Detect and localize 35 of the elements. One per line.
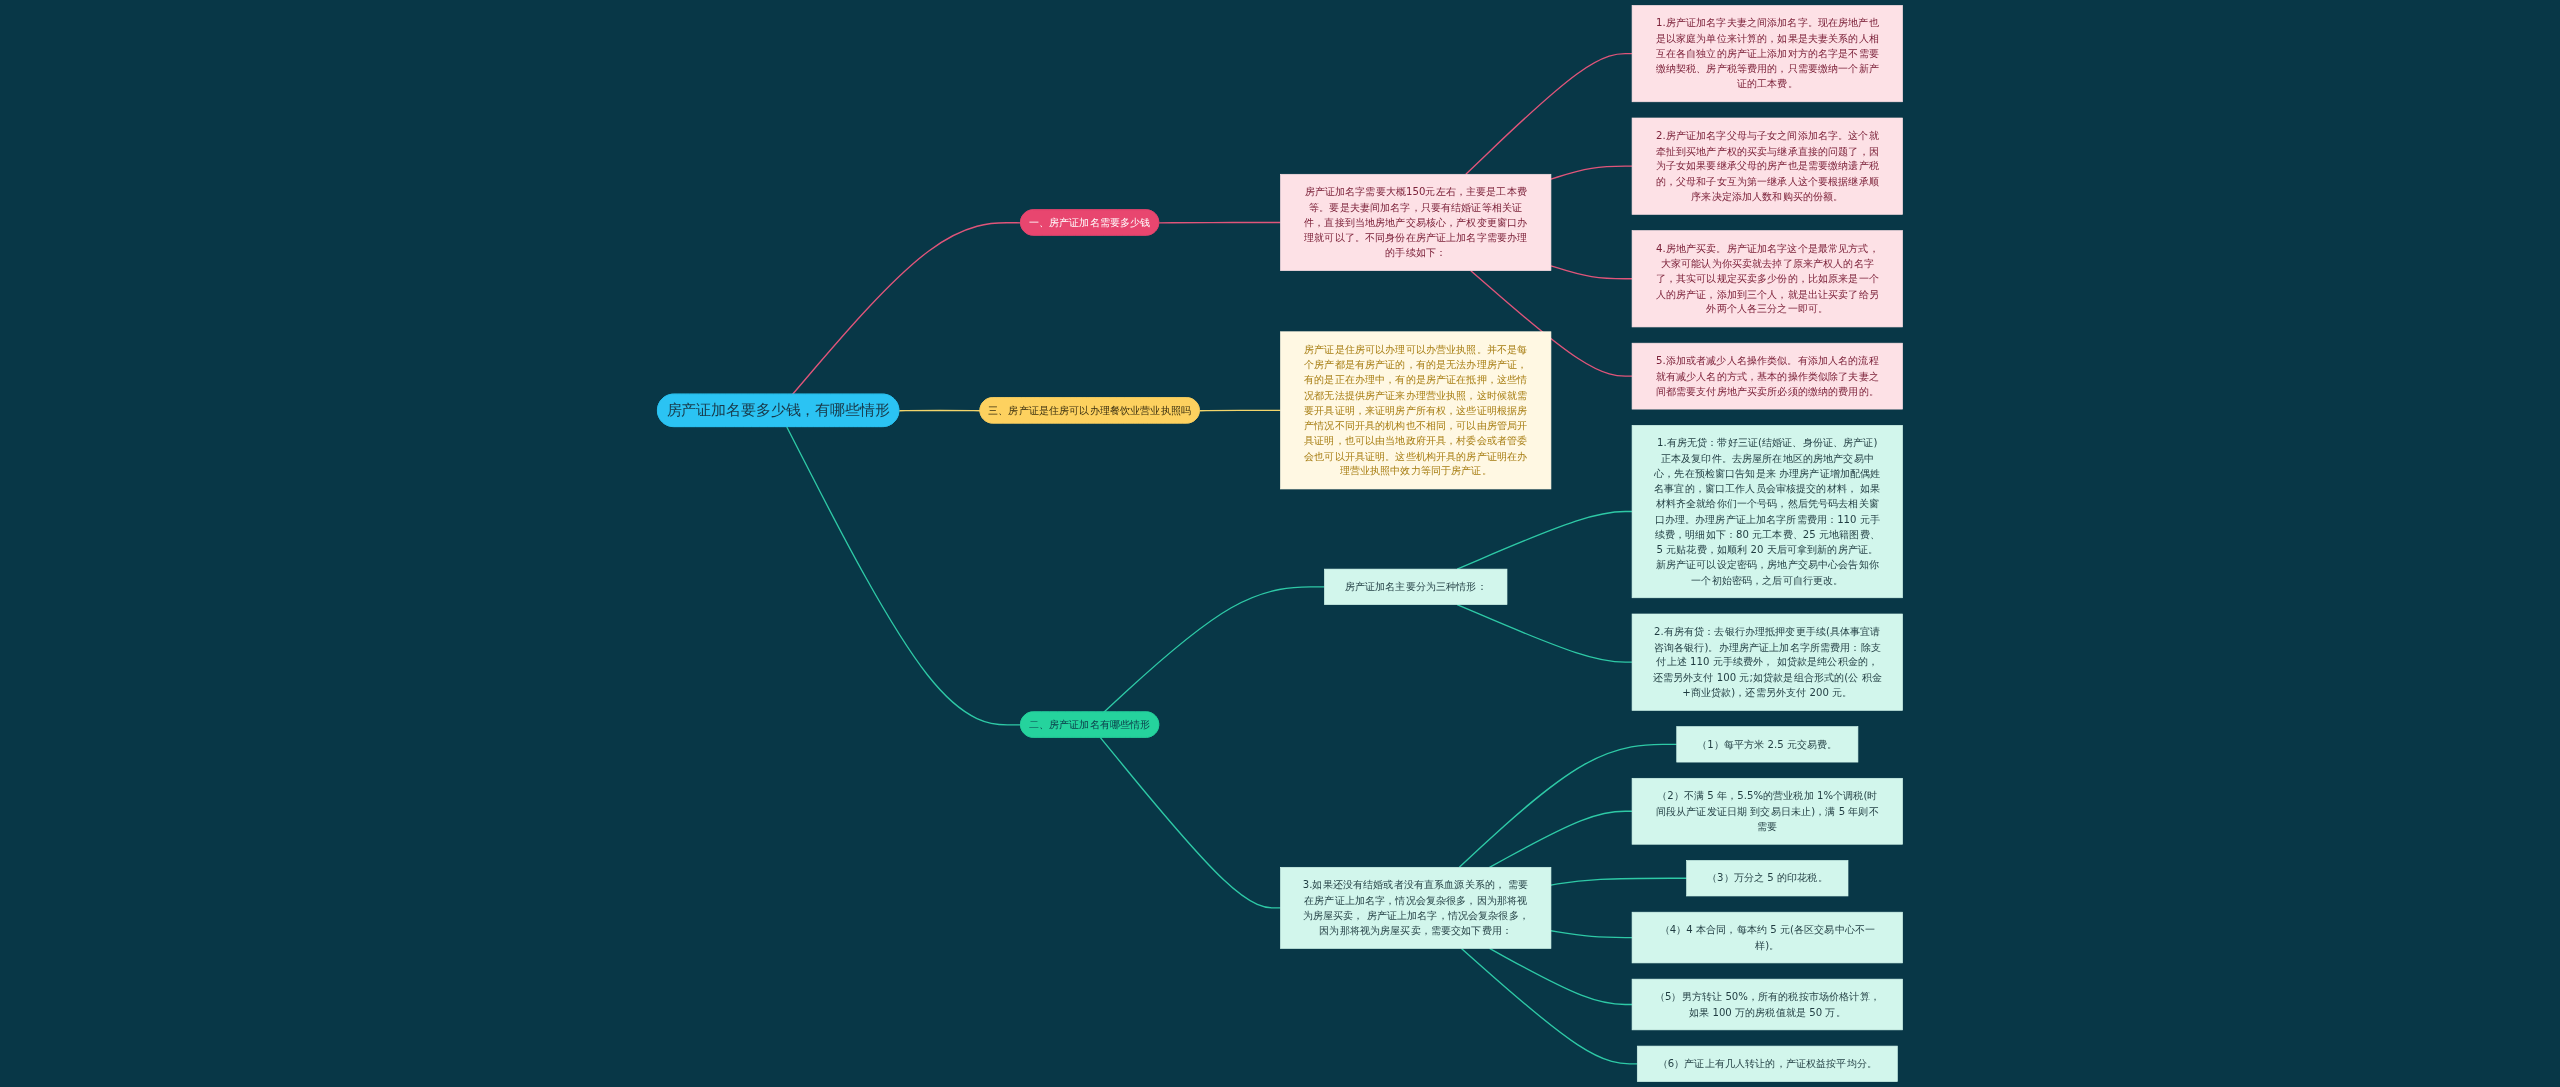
node-box: 房产证是住房可以办理可以办营业执照。并不是每个房产都是有房产证的，有的是无法办理房产证，有的是正在办理中，有的是房产证在抵押，这些情况都无法提供房产证来办理营业执照，这时候就需要开具证明，来证明房产所有权，这些证明根据房产情况不同开具的机构也不相同，可以由房管局开具证明，也可以由当地政府开具，村委会或者管委会也可以开具证明。这些机构开具的房产证明在办理营业执照中效力等同于房产证。 — [1280, 331, 1552, 490]
node-box: 3.如果还没有结婚或者没有直系血源关系的， 需要在房产证上加名字，情况会复杂很多，因为那将视为房屋买卖， 房产证上加名字，情况会复杂很多，因为那将视为房屋买卖，需要交如下费用： — [1280, 867, 1552, 949]
node-box: （2）不满 5 年，5.5%的营业税加 1%个调税(时间段从产证发证日期 到交易日未止)，满 5 年则不需要 — [1631, 777, 1903, 845]
node-box: 5.添加或者减少人名操作类似。有添加人名的流程就有减少人名的方式，基本的操作类似除了夫妻之间都需要支付房地产买卖所必须的缴纳的费用的。 — [1631, 342, 1903, 410]
node-box: 2.有房有贷：去银行办理抵押变更手续(具体事宜请咨询各银行)。办理房产证上加名字所需费用：除支付上述 110 元手续费外， 如贷款是纯公积金的，还需另外支付 100 元;如贷款是组合形式的(公 积金+商业贷款)，还需另外支付 200 元。 — [1631, 613, 1903, 711]
node-box: 2.房产证加名字父母与子女之间添加名字。这个就牵扯到买地产产权的买卖与继承直接的问题了，因为子女如果要继承父母的房产也是需要缴纳遗产税的，父母和子女互为第一继承人这个要根据继承顺序来决定添加人数和购买的份额。 — [1631, 117, 1903, 215]
connector — [898, 409, 981, 412]
connector — [1465, 52, 1633, 175]
connector — [1460, 947, 1638, 1065]
node-box: 1.有房无贷：带好三证(结婚证、身份证、房产证)正本及复印件。去房屋所在地区的房地产交易中心，先在预检窗口告知是来 办理房产证增加配偶姓名事宜的，窗口工作人员会审核提交的材料， 如果材料齐全就给你们一个号码，然后凭号码去相关窗口办理。办理房产证上加名字所需费用：110 元手续费，明细如下：80 元工本费、25 元地籍图费、5 元贴花费，如顺利 20 天后可拿到新的房产证。新房产证可以设定密码，房地产交易中心会告知你一个初始密码，之后可自行更改。 — [1631, 425, 1903, 599]
connector — [1550, 877, 1688, 886]
connector — [1458, 743, 1678, 868]
connector — [1470, 269, 1633, 377]
connector — [791, 222, 1022, 396]
node-box: 房产证加名字需要大概150元左右，主要是工本费等。要是夫妻间加名字，只要有结婚证等相关证件，直接到当地房地产交易核心，产权变更窗口办理就可以了。不同身份在房产证上加名字需要办理的手续如下： — [1280, 173, 1552, 271]
connector — [786, 426, 1022, 726]
node-box: （3）万分之 5 的印花税。 — [1686, 860, 1849, 897]
connector — [1550, 265, 1633, 280]
node-box: （1）每平方米 2.5 元交易费。 — [1676, 726, 1859, 763]
node-box: （4）4 本合同，每本约 5 元(各区交易中心不一样)。 — [1631, 911, 1903, 964]
connector — [1456, 510, 1633, 570]
connector — [1550, 930, 1633, 939]
node-box: 房产证加名主要分为三种情形： — [1324, 568, 1508, 605]
connector — [1488, 947, 1633, 1006]
node-box: 4.房地产买卖。房产证加名字这个是最常见方式，大家可能认为你买卖就去掉了原来产权人的名字了，其实可以规定买卖多少份的，比如原来是一个人的房产证，添加到三个人，就是出让买卖了给另外两个人各三分之一即可。 — [1631, 230, 1903, 328]
connector — [1198, 409, 1282, 412]
connector — [1103, 586, 1326, 713]
connector — [1550, 165, 1633, 180]
connector — [1488, 810, 1633, 868]
node-box: （6）产证上有几人转让的，产证权益按平均分。 — [1636, 1045, 1898, 1082]
node-box: （5）男方转让 50%，所有的税按市场价格计算，如果 100 万的房税值就是 50 万。 — [1631, 978, 1903, 1031]
connector — [1456, 603, 1633, 663]
node-box: 1.房产证加名字夫妻之间添加名字。现在房地产也是以家庭为单位来计算的，如果是夫妻关系的人相互在各自独立的房产证上添加对方的名字是不需要缴纳契税、房产税等费用的，只需要缴纳一个新产证的工本费。 — [1631, 5, 1903, 103]
connector — [1099, 736, 1282, 909]
connector — [1158, 221, 1282, 224]
